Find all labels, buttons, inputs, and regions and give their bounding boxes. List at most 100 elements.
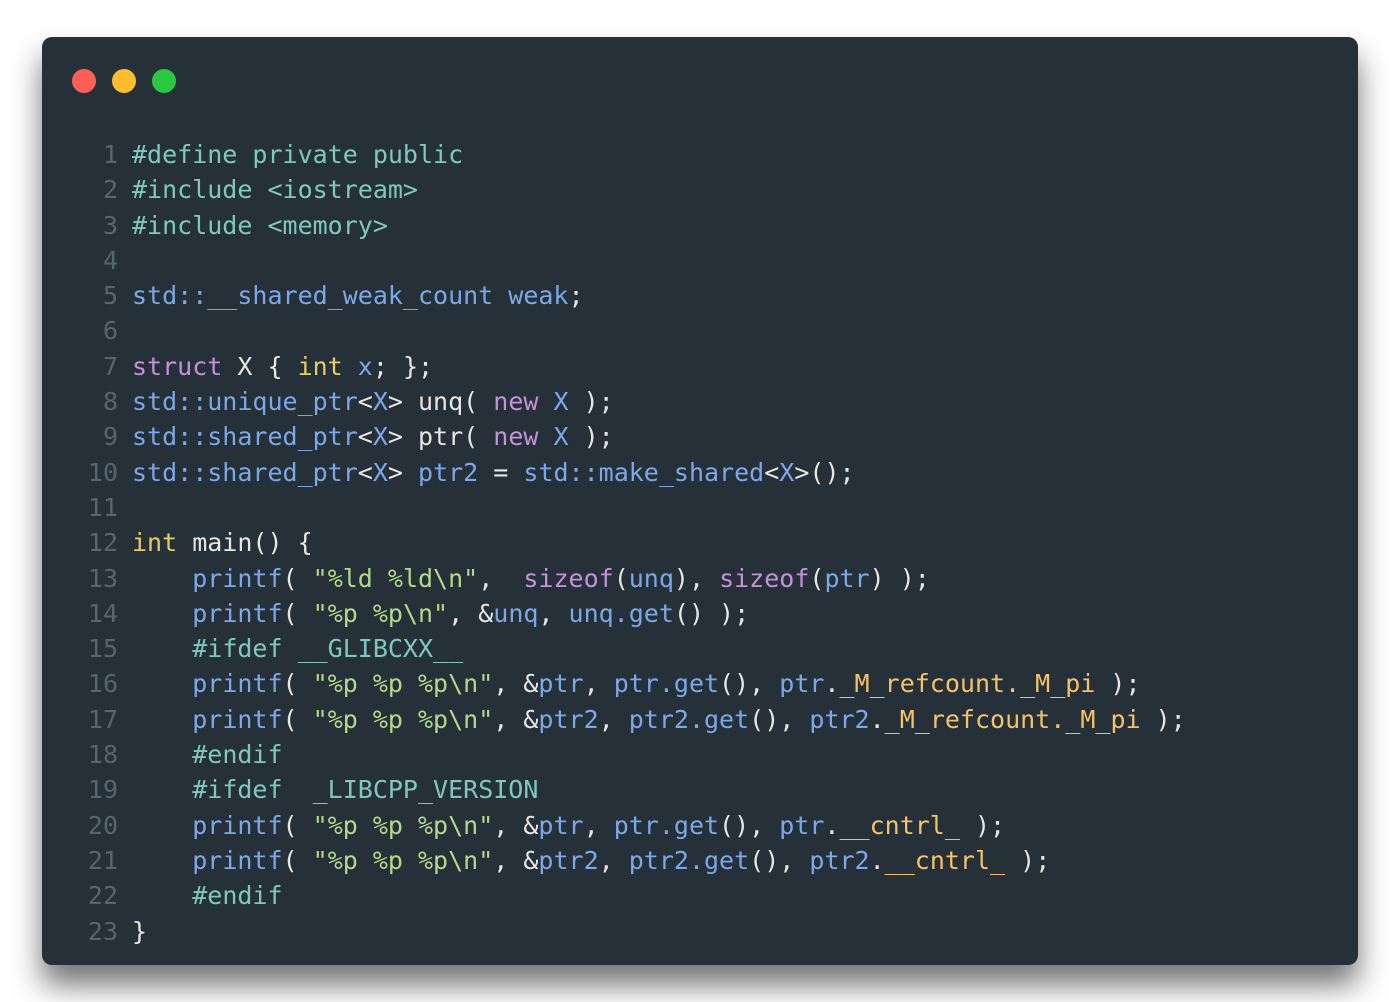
- code-token: [132, 775, 192, 804]
- code-token: #ifdef _LIBCPP_VERSION: [192, 775, 539, 805]
- code-line: 11: [82, 490, 1186, 525]
- code-token: ptr2: [809, 704, 870, 734]
- code-token: .: [824, 810, 840, 840]
- code-token: > unq(: [387, 387, 494, 417]
- line-number: 19: [87, 775, 118, 805]
- code-token: #endif: [192, 881, 283, 911]
- code-token: [132, 705, 192, 734]
- code-token: printf: [192, 704, 283, 734]
- code-token: );: [1005, 845, 1051, 875]
- code-token: main() {: [177, 528, 313, 558]
- code-token: (),: [749, 704, 810, 734]
- line-number: 15: [87, 634, 118, 664]
- line-code: int main() {: [132, 525, 313, 560]
- code-token: std::shared_ptr: [132, 457, 358, 487]
- code-token: int: [297, 351, 343, 381]
- code-token: );: [959, 810, 1006, 840]
- code-line: 21 printf( "%p %p %p\n", &ptr2, ptr2.get…: [82, 843, 1186, 878]
- close-button[interactable]: [72, 69, 96, 93]
- code-token: struct: [132, 351, 223, 381]
- code-line: 13 printf( "%ld %ld\n", sizeof(unq), siz…: [82, 561, 1186, 596]
- code-token: );: [1095, 669, 1141, 699]
- line-code: std::shared_ptr<X> ptr( new X );: [132, 419, 614, 454]
- line-code: printf( "%p %p %p\n", &ptr2, ptr2.get(),…: [132, 702, 1185, 737]
- code-line: 4: [82, 243, 1186, 278]
- code-token: #define private public: [132, 140, 464, 169]
- code-token: ptr: [538, 669, 584, 699]
- code-line: 6: [82, 313, 1186, 348]
- code-token: , &: [493, 669, 539, 699]
- line-code: std::shared_ptr<X> ptr2 = std::make_shar…: [132, 455, 855, 490]
- code-token: ;: [568, 281, 584, 311]
- line-number: 20: [87, 810, 118, 840]
- code-token: x: [342, 351, 373, 381]
- code-token: "%ld %ld\n": [312, 563, 479, 593]
- maximize-button[interactable]: [152, 69, 176, 93]
- code-token: (: [809, 563, 825, 593]
- code-token: (: [282, 845, 313, 875]
- code-token: [132, 881, 192, 910]
- code-token: (),: [749, 845, 810, 875]
- code-token: ptr2: [538, 704, 599, 734]
- code-token: new: [493, 422, 539, 452]
- code-token: _M_refcount._M_pi: [884, 704, 1141, 734]
- code-token: "%p %p %p\n": [312, 669, 494, 699]
- code-token: () );: [673, 598, 750, 628]
- code-line: 3 #include <memory>: [82, 208, 1186, 243]
- code-token: , &: [448, 598, 494, 628]
- code-token: #endif: [192, 740, 283, 770]
- code-token: ),: [673, 563, 720, 593]
- code-line: 16 printf( "%p %p %p\n", &ptr, ptr.get()…: [82, 666, 1186, 701]
- code-token: ptr: [538, 810, 584, 840]
- code-token: printf: [192, 845, 283, 875]
- code-token: <: [357, 422, 373, 452]
- code-token: [132, 634, 192, 663]
- code-token: std::unique_ptr: [132, 387, 358, 417]
- code-token: >: [387, 457, 419, 487]
- line-number: 17: [87, 704, 118, 734]
- line-number: 4: [102, 245, 118, 275]
- line-code: #endif: [132, 737, 283, 772]
- code-token: [132, 564, 192, 593]
- code-token: ptr.get: [613, 810, 720, 840]
- code-token: .: [869, 704, 885, 734]
- code-token: #include <memory>: [132, 210, 388, 240]
- code-token: "%p %p %p\n": [312, 845, 494, 875]
- line-code: #ifdef __GLIBCXX__: [132, 631, 463, 666]
- code-token: ,: [538, 598, 569, 628]
- code-token: ptr: [779, 669, 825, 699]
- code-line: 14 printf( "%p %p\n", &unq, unq.get() );: [82, 596, 1186, 631]
- code-token: printf: [192, 669, 283, 699]
- code-token: (: [282, 563, 313, 593]
- code-token: ,: [598, 704, 629, 734]
- code-line: 20 printf( "%p %p %p\n", &ptr, ptr.get()…: [82, 808, 1186, 843]
- code-line: 23}: [82, 914, 1186, 949]
- code-token: X: [538, 387, 569, 417]
- line-code: }: [132, 914, 147, 949]
- line-code: printf( "%p %p %p\n", &ptr2, ptr2.get(),…: [132, 843, 1050, 878]
- line-number: 3: [102, 210, 118, 240]
- minimize-button[interactable]: [112, 69, 136, 93]
- code-token: [132, 599, 192, 628]
- line-number: 22: [87, 881, 118, 911]
- code-token: __cntrl_: [884, 845, 1006, 875]
- code-token: ptr2: [538, 845, 599, 875]
- code-token: =: [478, 457, 524, 487]
- code-token: > ptr(: [387, 422, 494, 452]
- code-token: X: [372, 422, 388, 452]
- line-code: std::__shared_weak_count weak;: [132, 278, 584, 313]
- code-line: 22 #endif: [82, 878, 1186, 913]
- line-code: #ifdef _LIBCPP_VERSION: [132, 772, 538, 807]
- code-token: [132, 846, 192, 875]
- code-token: , &: [493, 704, 539, 734]
- code-token: ,: [583, 669, 614, 699]
- code-line: 18 #endif: [82, 737, 1186, 772]
- line-code: printf( "%p %p %p\n", &ptr, ptr.get(), p…: [132, 666, 1141, 701]
- code-line: 2#include <iostream>: [82, 172, 1186, 207]
- code-token: ptr: [779, 810, 825, 840]
- code-token: );: [568, 387, 614, 417]
